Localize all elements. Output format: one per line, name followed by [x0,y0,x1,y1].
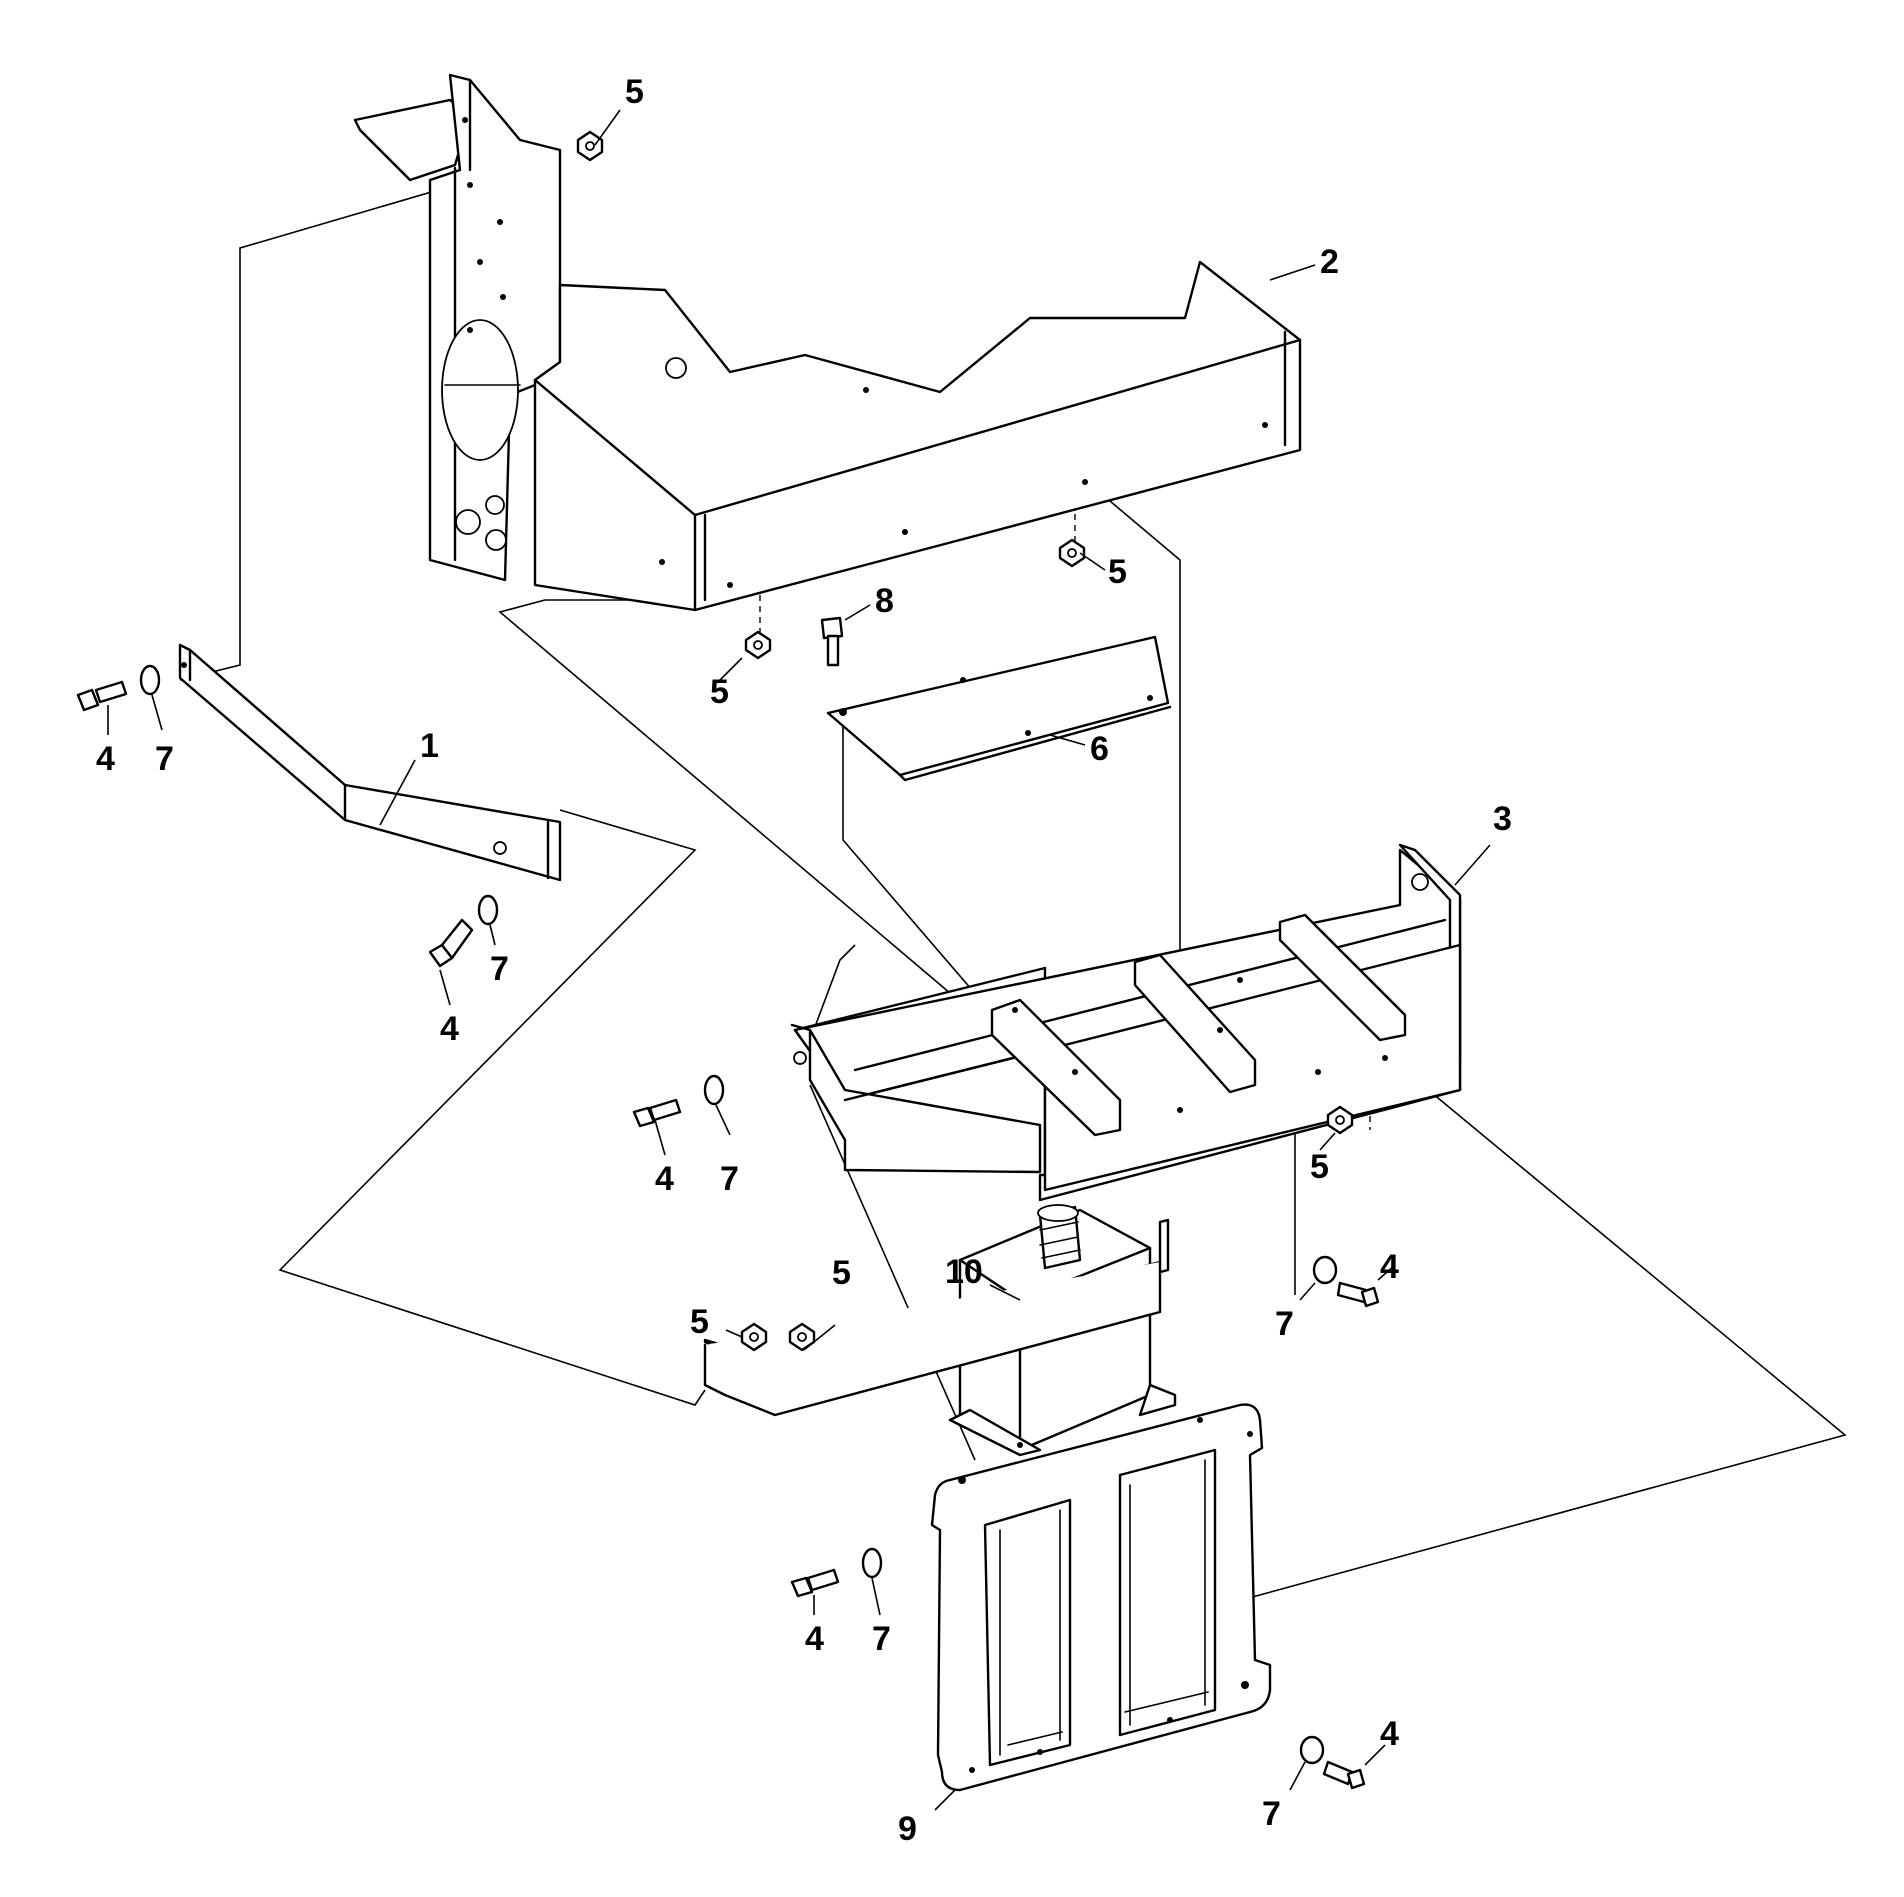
callout-7-f: 7 [1262,1795,1281,1833]
callout-8: 8 [875,582,894,620]
bolt-8 [820,616,844,667]
part-2-frame-housing [353,73,1302,612]
nut-mid-right [1058,538,1086,568]
callout-7-e: 7 [872,1620,891,1658]
callout-7-c: 7 [720,1160,739,1198]
nut-top [576,130,604,162]
callout-4-f: 4 [1380,1715,1399,1753]
callout-4-b: 4 [440,1010,459,1048]
callout-5-f: 5 [832,1254,851,1292]
bolt-1 [76,680,128,712]
part-3-support-cradle [790,843,1462,1202]
bolt-6 [1322,1760,1366,1790]
part-6-cover-plate [826,635,1172,782]
callout-2: 2 [1320,243,1339,281]
callout-4-d: 4 [1380,1248,1399,1286]
nut-cradle [1326,1105,1354,1135]
callout-5-a: 5 [625,73,644,111]
callout-9: 9 [898,1810,917,1848]
bolt-2 [428,918,474,968]
callout-5-d: 5 [1310,1148,1329,1186]
callout-5-b: 5 [1108,553,1127,591]
bolt-5 [790,1568,840,1598]
part-1-bracket-arm [178,643,562,882]
callout-4-e: 4 [805,1620,824,1658]
callout-7-b: 7 [490,950,509,988]
fasteners [76,130,1380,1790]
callout-5-e: 5 [690,1303,709,1341]
callout-labels: 1 2 3 4 4 4 4 4 4 5 5 5 5 5 5 6 7 7 7 7 … [96,73,1512,1848]
callout-4-c: 4 [655,1160,674,1198]
callout-1: 1 [420,727,439,765]
bolt-4 [1336,1281,1380,1308]
callout-10: 10 [945,1253,983,1291]
callout-7-d: 7 [1275,1305,1294,1343]
bolt-3 [632,1098,682,1128]
strap-bracket [703,1218,1170,1417]
part-9-mounting-panel [930,1403,1272,1792]
callout-5-c: 5 [710,673,729,711]
nut-lower-a [740,1322,768,1352]
callout-leaders [107,109,1491,1811]
callout-3: 3 [1493,800,1512,838]
callout-7-a: 7 [155,740,174,778]
callout-4-a: 4 [96,740,115,778]
nut-mid-left [744,630,772,660]
callout-6: 6 [1090,730,1109,768]
